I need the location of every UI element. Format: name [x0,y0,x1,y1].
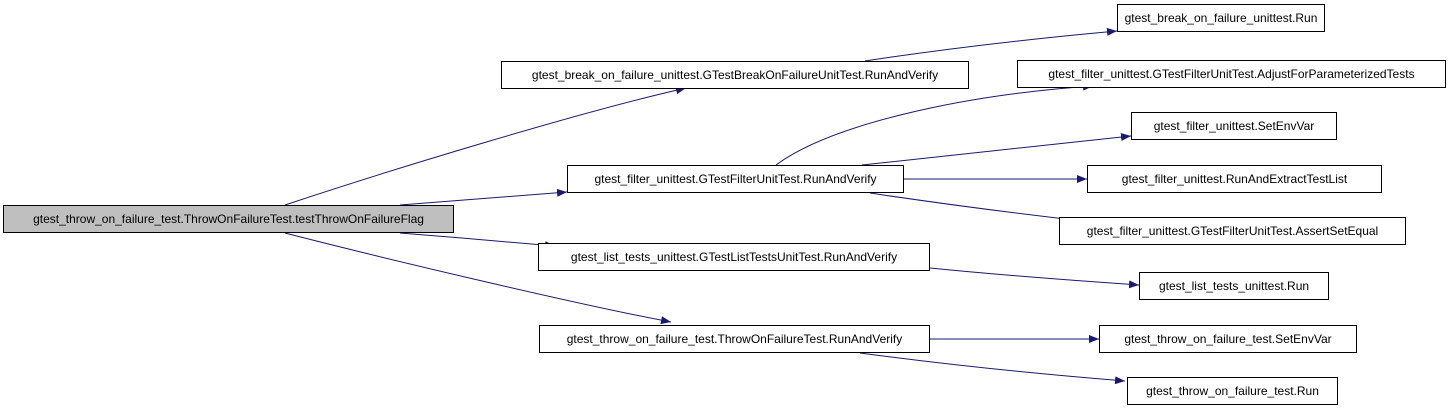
edge-root-to-list-verify [399,232,556,250]
node-filter-assert[interactable]: gtest_filter_unittest.GTestFilterUnitTes… [1059,217,1406,245]
edge-root-to-filter-verify [399,188,568,206]
edge-break-verify-to-break-run [864,27,1118,62]
node-filter-extract[interactable]: gtest_filter_unittest.RunAndExtractTestL… [1087,165,1382,193]
edge-list-verify-to-list-run [929,267,1140,289]
edge-filter-verify-to-filter-setenv [861,133,1132,166]
node-root: gtest_throw_on_failure_test.ThrowOnFailu… [3,205,454,233]
edge-root-to-break-verify [284,86,687,206]
node-throw-verify[interactable]: gtest_throw_on_failure_test.ThrowOnFailu… [539,325,930,353]
edge-filter-verify-to-filter-assert [869,192,1092,225]
edge-filter-verify-to-filter-adjust [775,82,1094,166]
node-throw-run[interactable]: gtest_throw_on_failure_test.Run [1127,377,1338,405]
node-list-verify[interactable]: gtest_list_tests_unittest.GTestListTests… [538,243,930,271]
node-filter-adjust[interactable]: gtest_filter_unittest.GTestFilterUnitTes… [1017,60,1446,88]
edge-throw-verify-to-throw-run [859,352,1126,385]
edge-root-to-throw-verify [284,232,672,325]
node-throw-setenv[interactable]: gtest_throw_on_failure_test.SetEnvVar [1099,325,1357,353]
node-filter-verify[interactable]: gtest_filter_unittest.GTestFilterUnitTes… [567,165,904,193]
node-break-run[interactable]: gtest_break_on_failure_unittest.Run [1117,4,1325,32]
node-break-verify[interactable]: gtest_break_on_failure_unittest.GTestBre… [501,61,969,89]
node-list-run[interactable]: gtest_list_tests_unittest.Run [1139,272,1329,300]
node-filter-setenv[interactable]: gtest_filter_unittest.SetEnvVar [1131,112,1337,140]
